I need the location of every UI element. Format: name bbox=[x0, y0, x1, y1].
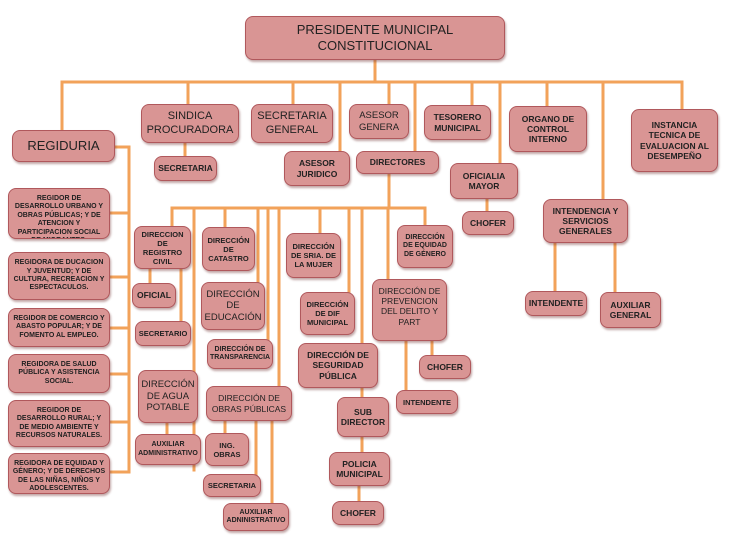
obras-ing-label: ING. OBRAS bbox=[213, 440, 241, 459]
regidor-label: REGIDORA DE DUCACION Y JUVENTUD; Y DE CU… bbox=[13, 259, 105, 292]
policia-chofer-box[interactable]: CHOFER bbox=[332, 501, 384, 525]
registro-secretario-box[interactable]: SECRETARIO bbox=[135, 321, 191, 346]
prevencion-intendente-label: INTENDENTE bbox=[403, 397, 451, 407]
tesorero-label: TESORERO MUNICIPAL bbox=[433, 112, 482, 133]
educacion-box[interactable]: DIRECCIÓN DE EDUCACIÓN bbox=[201, 282, 265, 330]
secretaria-general-label: SECRETARIA GENERAL bbox=[257, 110, 327, 136]
oficialia-mayor-label: OFICIALIA MAYOR bbox=[462, 170, 506, 191]
intendencia-box[interactable]: INTENDENCIA Y SERVICIOS GENERALES bbox=[543, 199, 628, 243]
educacion-label: DIRECCIÓN DE EDUCACIÓN bbox=[204, 288, 262, 323]
presidente-label: PRESIDENTE MUNICIPAL CONSTITUCIONAL bbox=[296, 22, 454, 53]
registro-secretario-label: SECRETARIO bbox=[138, 329, 188, 338]
oficialia-chofer-box[interactable]: CHOFER bbox=[462, 211, 514, 235]
organo-control-box[interactable]: ORGANO DE CONTROL INTERNO bbox=[509, 106, 587, 152]
seguridad-publica-box[interactable]: DIRECCIÓN DE SEGURIDAD PÚBLICA bbox=[298, 343, 378, 388]
equidad-genero-label: DIRECCIÓN DE EQUIDAD DE GÉNERO bbox=[403, 233, 447, 258]
intendencia-auxiliar-label: AUXILIAR GENERAL bbox=[609, 299, 652, 320]
asesor-general-box[interactable]: ASESOR GENERA bbox=[349, 104, 409, 139]
registro-civil-box[interactable]: DIRECCION DE REGISTRO CIVIL bbox=[134, 226, 191, 269]
regidor-label: REGIDORA DE SALUD PÚBLICA Y ASISTENCIA S… bbox=[18, 360, 100, 385]
regiduria-label: REGIDURIA bbox=[27, 138, 100, 154]
sub-director-box[interactable]: SUB DIRECTOR bbox=[337, 397, 389, 437]
sindica-label: SINDICA PROCURADORA bbox=[146, 110, 234, 136]
secretaria-general-box[interactable]: SECRETARIA GENERAL bbox=[251, 104, 333, 143]
intendencia-auxiliar-box[interactable]: AUXILIAR GENERAL bbox=[600, 292, 661, 328]
intendencia-intendente-label: INTENDENTE bbox=[528, 298, 584, 309]
policia-municipal-label: POLICIA MUNICIPAL bbox=[336, 458, 383, 479]
catastro-label: DIRECCIÓN DE CATASTRO bbox=[207, 235, 250, 263]
organo-control-label: ORGANO DE CONTROL INTERNO bbox=[521, 113, 575, 145]
intendencia-label: INTENDENCIA Y SERVICIOS GENERALES bbox=[552, 205, 619, 237]
asesor-general-label: ASESOR GENERA bbox=[358, 110, 400, 133]
presidente-municipal-box[interactable]: PRESIDENTE MUNICIPAL CONSTITUCIONAL bbox=[245, 16, 505, 60]
registro-civil-label: DIRECCION DE REGISTRO CIVIL bbox=[141, 229, 184, 266]
regidor-box[interactable]: REGIDORA DE EQUIDAD Y GÉNERO; Y DE DEREC… bbox=[8, 453, 110, 494]
sria-mujer-box[interactable]: DIRECCIÓN DE SRIA. DE LA MUJER bbox=[286, 233, 341, 278]
registro-oficial-box[interactable]: OFICIAL bbox=[132, 283, 176, 308]
agua-potable-box[interactable]: DIRECCIÓN DE AGUA POTABLE bbox=[138, 370, 198, 423]
obras-publicas-label: DIRECCIÓN DE OBRAS PÚBLICAS bbox=[211, 393, 287, 414]
regidor-label: REGIDOR DE DESARROLLO URBANO Y OBRAS PÚB… bbox=[14, 195, 104, 238]
prevencion-delito-box[interactable]: DIRECCIÓN DE PREVENCION DEL DELITO Y PAR… bbox=[372, 279, 447, 341]
obras-ing-box[interactable]: ING. OBRAS bbox=[205, 433, 249, 466]
regidor-box[interactable]: REGIDOR DE DESARROLLO RURAL; Y DE MEDIO … bbox=[8, 400, 110, 447]
oficialia-mayor-box[interactable]: OFICIALIA MAYOR bbox=[450, 163, 518, 199]
regidor-label: REGIDOR DE DESARROLLO RURAL; Y DE MEDIO … bbox=[15, 406, 103, 439]
seguridad-publica-label: DIRECCIÓN DE SEGURIDAD PÚBLICA bbox=[307, 350, 369, 381]
tesorero-municipal-box[interactable]: TESORERO MUNICIPAL bbox=[424, 105, 491, 140]
regidor-box[interactable]: REGIDOR DE DESARROLLO URBANO Y OBRAS PÚB… bbox=[8, 188, 110, 239]
prevencion-chofer-box[interactable]: CHOFER bbox=[419, 355, 471, 379]
transparencia-label: DIRECCIÓN DE TRANSPARENCIA bbox=[209, 345, 271, 361]
regiduria-box[interactable]: REGIDURIA bbox=[12, 130, 115, 162]
obras-auxiliar-box[interactable]: AUXILIAR ADNINISTRATIVO bbox=[223, 503, 289, 531]
policia-chofer-label: CHOFER bbox=[340, 507, 376, 518]
obras-secretaria-label: SECRETARIA bbox=[207, 481, 257, 490]
instancia-tecnica-label: INSTANCIA TECNICA DE EVALUACION AL DESEM… bbox=[640, 120, 709, 161]
obras-auxiliar-label: AUXILIAR ADNINISTRATIVO bbox=[226, 508, 286, 524]
dif-municipal-label: DIRECCIÓN DE DIF MUNICIPAL bbox=[306, 300, 349, 327]
obras-publicas-box[interactable]: DIRECCIÓN DE OBRAS PÚBLICAS bbox=[206, 386, 292, 421]
obras-secretaria-box[interactable]: SECRETARIA bbox=[203, 474, 261, 497]
asesor-juridico-box[interactable]: ASESOR JURIDICO bbox=[284, 151, 350, 186]
asesor-juridico-label: ASESOR JURIDICO bbox=[296, 158, 338, 179]
sindica-procuradora-box[interactable]: SINDICA PROCURADORA bbox=[141, 104, 239, 143]
sub-director-label: SUB DIRECTOR bbox=[340, 406, 386, 427]
instancia-tecnica-box[interactable]: INSTANCIA TECNICA DE EVALUACION AL DESEM… bbox=[631, 109, 718, 172]
regidor-label: REGIDOR DE COMERCIO Y ABASTO POPULAR; Y … bbox=[13, 314, 105, 339]
intendencia-intendente-box[interactable]: INTENDENTE bbox=[525, 291, 587, 316]
transparencia-box[interactable]: DIRECCIÓN DE TRANSPARENCIA bbox=[207, 339, 273, 369]
prevencion-intendente-box[interactable]: INTENDENTE bbox=[396, 390, 458, 414]
prevencion-delito-label: DIRECCIÓN DE PREVENCION DEL DELITO Y PAR… bbox=[378, 286, 441, 327]
oficialia-chofer-label: CHOFER bbox=[470, 217, 506, 228]
dif-municipal-box[interactable]: DIRECCIÓN DE DIF MUNICIPAL bbox=[300, 292, 355, 335]
sindica-secretaria-label: SECRETARIA bbox=[158, 163, 213, 174]
agua-potable-label: DIRECCIÓN DE AGUA POTABLE bbox=[141, 379, 195, 414]
sria-mujer-label: DIRECCIÓN DE SRIA. DE LA MUJER bbox=[290, 242, 336, 269]
equidad-genero-box[interactable]: DIRECCIÓN DE EQUIDAD DE GÉNERO bbox=[397, 225, 453, 268]
regidor-box[interactable]: REGIDOR DE COMERCIO Y ABASTO POPULAR; Y … bbox=[8, 308, 110, 347]
agua-auxiliar-label: AUXILIAR ADMINISTRATIVO bbox=[138, 441, 198, 457]
regidor-box[interactable]: REGIDORA DE SALUD PÚBLICA Y ASISTENCIA S… bbox=[8, 354, 110, 393]
agua-auxiliar-box[interactable]: AUXILIAR ADMINISTRATIVO bbox=[135, 434, 201, 465]
prevencion-chofer-label: CHOFER bbox=[427, 361, 463, 372]
regidor-box[interactable]: REGIDORA DE DUCACION Y JUVENTUD; Y DE CU… bbox=[8, 252, 110, 300]
directores-box[interactable]: DIRECTORES bbox=[356, 151, 439, 174]
policia-municipal-box[interactable]: POLICIA MUNICIPAL bbox=[329, 452, 390, 486]
directores-label: DIRECTORES bbox=[369, 157, 426, 168]
regidor-label: REGIDORA DE EQUIDAD Y GÉNERO; Y DE DEREC… bbox=[12, 460, 106, 493]
sindica-secretaria-box[interactable]: SECRETARIA bbox=[154, 156, 217, 181]
catastro-box[interactable]: DIRECCIÓN DE CATASTRO bbox=[202, 227, 255, 271]
registro-oficial-label: OFICIAL bbox=[137, 290, 171, 301]
